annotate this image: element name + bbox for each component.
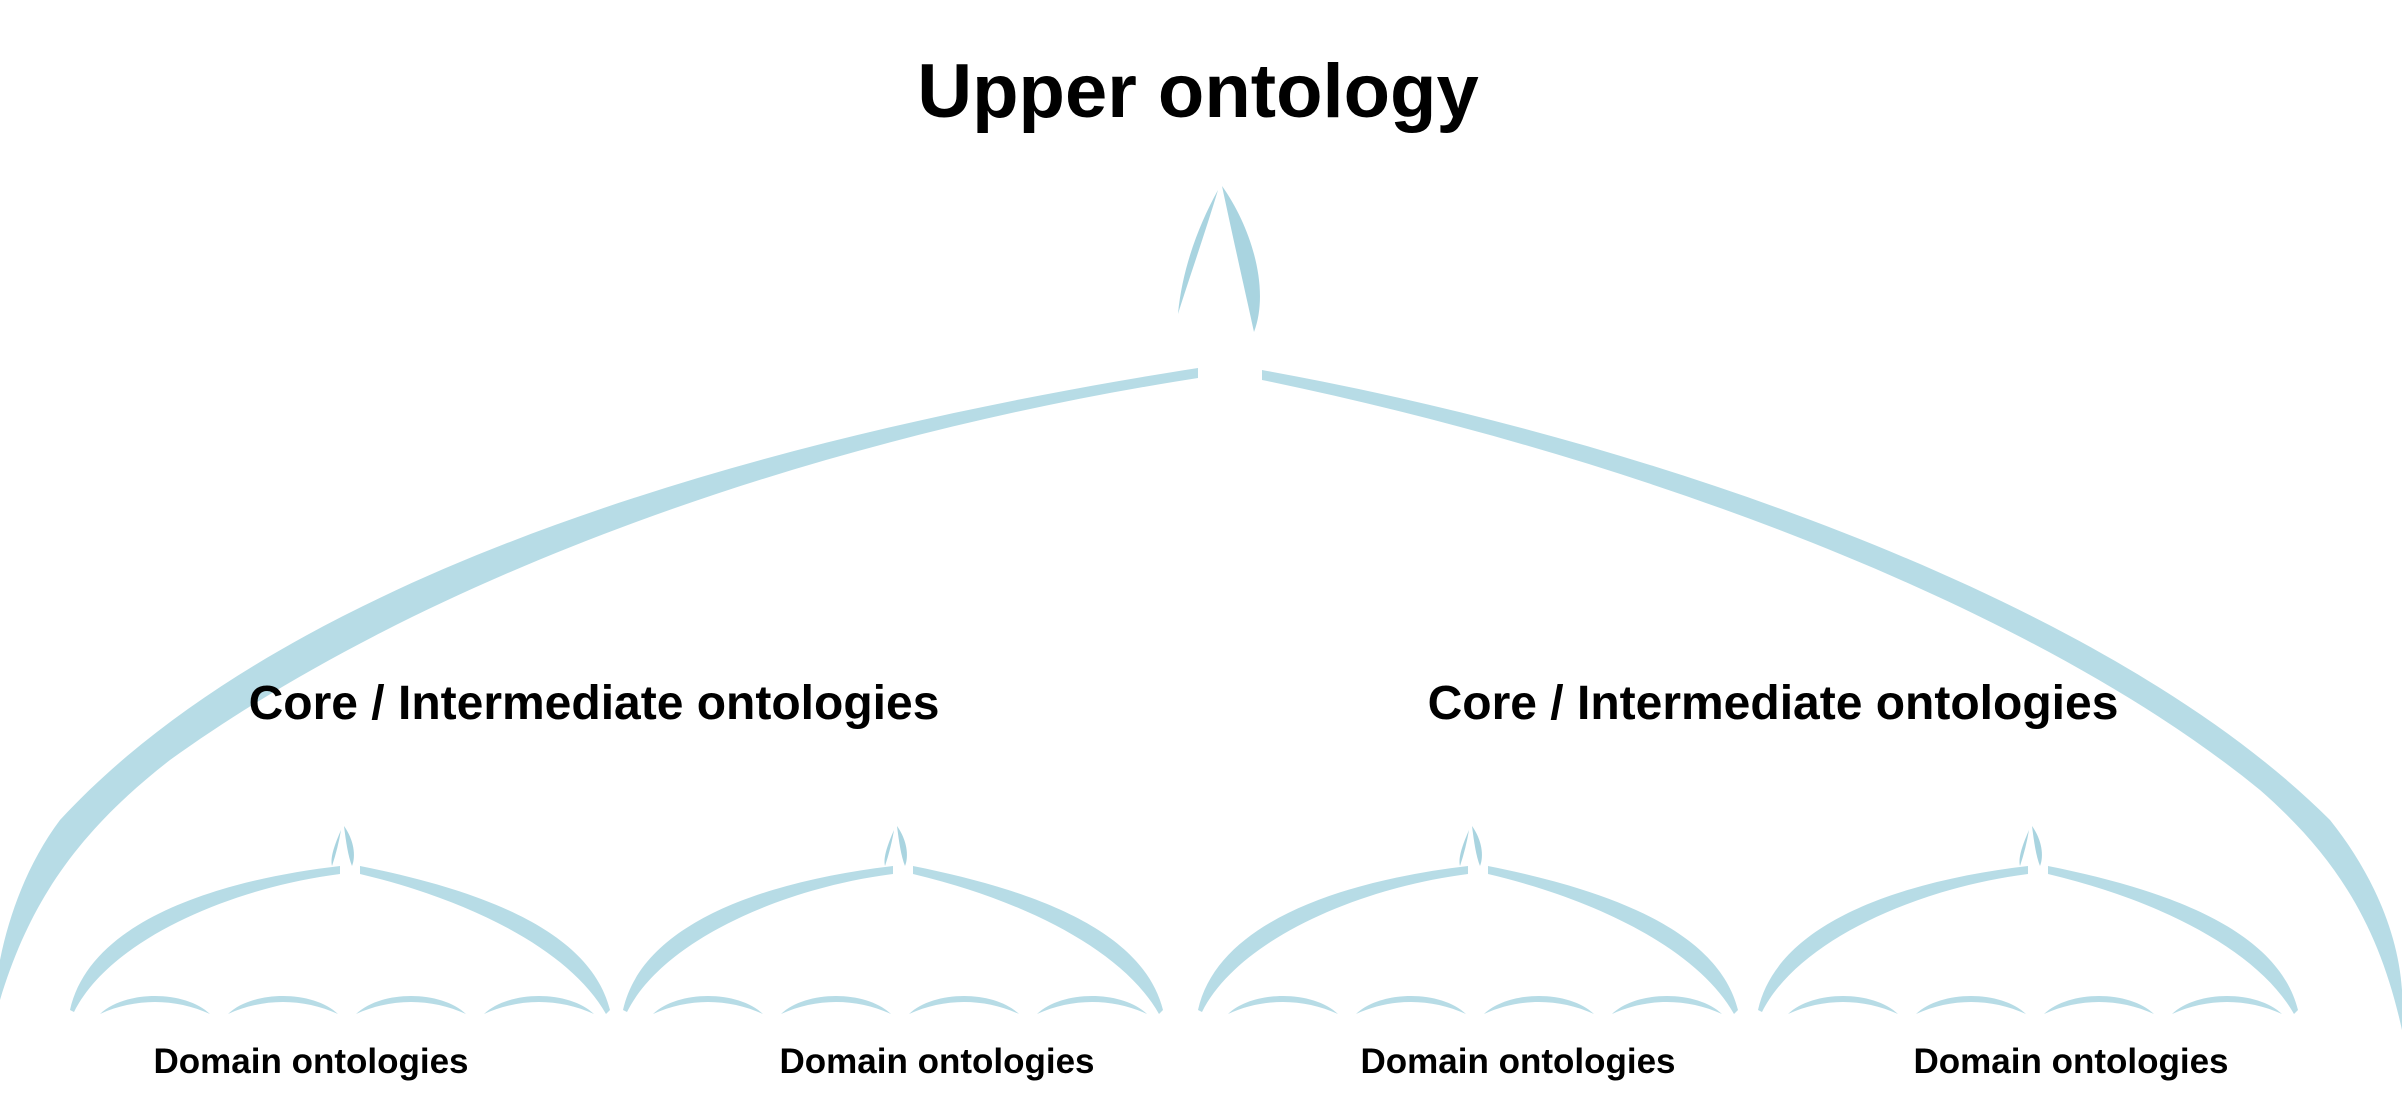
upper-branch-right <box>1262 370 2402 1030</box>
core-leaf-3-right <box>1472 826 1482 866</box>
core-branch-1-left <box>70 866 340 1012</box>
core-branch-2-right <box>913 866 1163 1014</box>
domain-arc-2-3 <box>909 996 1019 1014</box>
core-leaf-4-left <box>2019 830 2029 866</box>
domain-arc-4-2 <box>1916 996 2026 1014</box>
core-branch-2-left <box>623 866 893 1012</box>
domain-ontologies-label-4: Domain ontologies <box>1913 1042 2229 1081</box>
upper-branch-left <box>0 368 1198 1000</box>
domain-arc-4-3 <box>2044 996 2154 1014</box>
core-leaf-1-right <box>344 826 354 866</box>
upper-leaf-left <box>1178 190 1218 314</box>
domain-arc-3-4 <box>1612 996 1722 1014</box>
domain-arc-4-1 <box>1788 996 1898 1014</box>
domain-arc-1-1 <box>100 996 210 1014</box>
domain-arc-3-2 <box>1356 996 1466 1014</box>
domain-arc-4-4 <box>2172 996 2282 1014</box>
domain-arc-3-1 <box>1228 996 1338 1014</box>
domain-arc-3-3 <box>1484 996 1594 1014</box>
core-ontologies-label-left: Core / Intermediate ontologies <box>248 677 940 730</box>
core-leaf-1-left <box>331 830 341 866</box>
core-branch-4-left <box>1758 866 2028 1012</box>
core-leaf-2-right <box>897 826 907 866</box>
domain-ontologies-label-2: Domain ontologies <box>779 1042 1095 1081</box>
domain-arc-1-3 <box>356 996 466 1014</box>
upper-ontology-label: Upper ontology <box>917 49 1479 134</box>
core-branch-1-right <box>360 866 610 1014</box>
core-ontologies-label-right: Core / Intermediate ontologies <box>1427 677 2119 730</box>
domain-ontologies-label-1: Domain ontologies <box>153 1042 469 1081</box>
domain-arc-2-4 <box>1037 996 1147 1014</box>
domain-arc-2-2 <box>781 996 891 1014</box>
domain-arc-2-1 <box>653 996 763 1014</box>
core-branch-3-right <box>1488 866 1738 1014</box>
core-leaf-2-left <box>884 830 894 866</box>
domain-arc-1-2 <box>228 996 338 1014</box>
core-leaf-3-left <box>1459 830 1469 866</box>
core-leaf-4-right <box>2032 826 2042 866</box>
core-branch-3-left <box>1198 866 1468 1012</box>
upper-leaf-right <box>1222 186 1260 332</box>
core-branch-4-right <box>2048 866 2298 1014</box>
domain-ontologies-label-3: Domain ontologies <box>1360 1042 1676 1081</box>
domain-arc-1-4 <box>484 996 594 1014</box>
